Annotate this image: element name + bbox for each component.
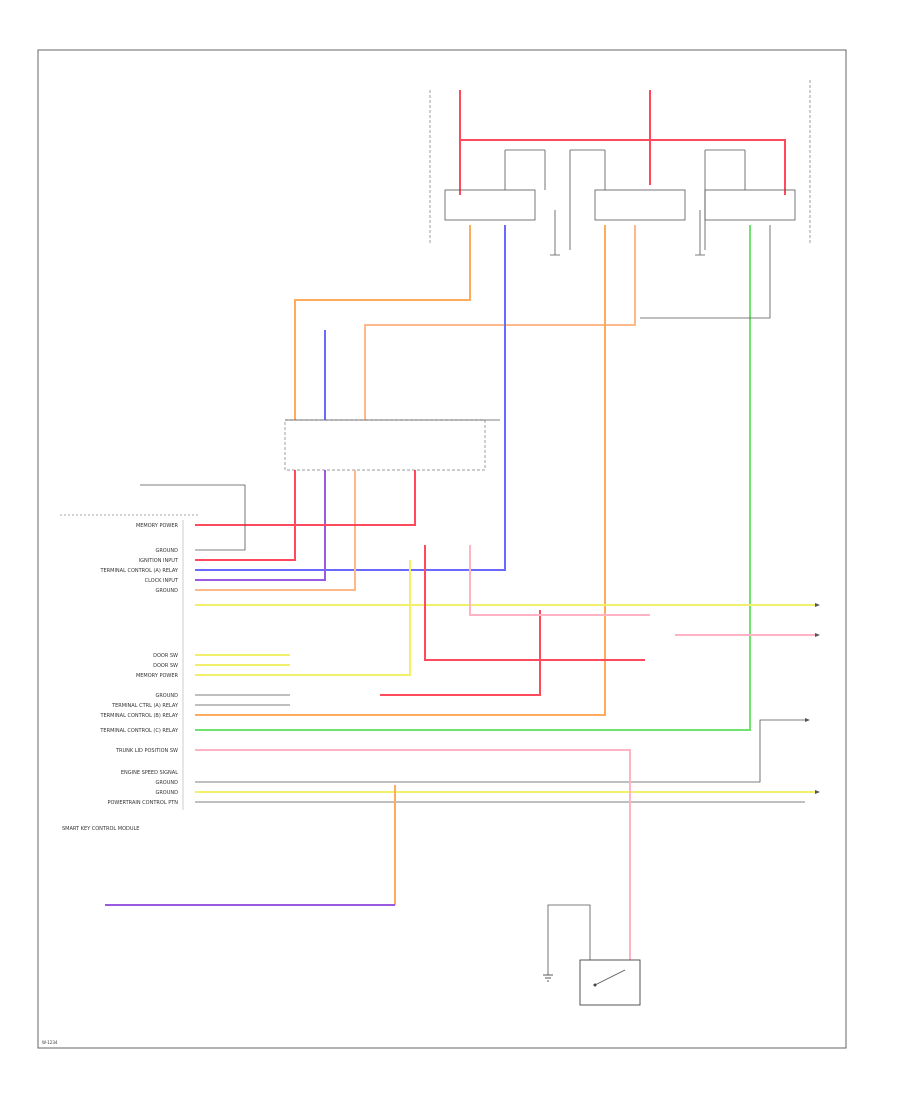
left-label-3: TERMINAL CONTROL (A) RELAY	[99, 568, 178, 574]
trunk-lid-switch	[579, 959, 641, 1006]
wire-pink-trunk	[195, 749, 631, 960]
wire-red-loop	[424, 545, 645, 661]
junction-block	[284, 419, 486, 471]
right-connector-arrows	[805, 603, 820, 794]
left-label-15: GROUND	[155, 780, 178, 786]
wire-red-inner	[380, 610, 541, 696]
ground-symbol	[543, 974, 553, 982]
wire-green	[195, 225, 751, 731]
left-label-0: MEMORY POWER	[136, 523, 179, 529]
relay-1-output	[550, 210, 560, 256]
wire-red-memory	[195, 470, 416, 526]
wire-gray-relay	[640, 225, 771, 319]
wire-gray-right	[195, 719, 805, 783]
module-label: SMART KEY CONTROL MODULE	[62, 826, 139, 832]
relay-3	[704, 149, 796, 250]
left-label-14: ENGINE SPEED SIGNAL	[121, 770, 178, 776]
diagram-frame	[37, 49, 847, 1049]
left-label-8: MEMORY POWER	[136, 673, 179, 679]
wire-black-ground	[140, 484, 246, 551]
wire-red-top-bus	[459, 90, 786, 195]
wire-purple-module	[195, 470, 326, 581]
wire-orange-ignition	[294, 225, 471, 420]
wire-orange-right-vertical	[195, 225, 606, 716]
wire-blue	[195, 225, 506, 571]
left-label-17: POWERTRAIN CONTROL PTN	[107, 800, 178, 806]
left-label-7: DOOR SW	[153, 663, 178, 669]
wire-red-module-1	[195, 470, 296, 561]
wire-orange-module	[195, 470, 356, 591]
corner-code: W-1234	[42, 1040, 58, 1045]
left-label-4: CLOCK INPUT	[145, 578, 179, 584]
left-label-5: GROUND	[155, 588, 178, 594]
left-label-10: TERMINAL CTRL (A) RELAY	[111, 703, 179, 709]
left-label-13: TRUNK LID POSITION SW	[115, 748, 178, 754]
relay-1	[444, 149, 546, 221]
left-label-11: TERMINAL CONTROL (B) RELAY	[99, 713, 179, 719]
relay-3-output	[695, 210, 705, 256]
wire-yellow-memory	[195, 560, 411, 676]
left-label-2: IGNITION INPUT	[139, 558, 179, 564]
left-label-1: GROUND	[155, 548, 178, 554]
wire-orange-to-relay2	[364, 225, 636, 420]
wire-pink-long	[469, 545, 815, 636]
left-label-group: MEMORY POWER GROUND IGNITION INPUT TERMI…	[99, 523, 179, 806]
left-label-9: GROUND	[155, 693, 178, 699]
left-label-12: TERMINAL CONTROL (C) RELAY	[99, 728, 179, 734]
left-label-16: GROUND	[155, 790, 178, 796]
relay-2	[569, 149, 686, 250]
trunk-ground-wire	[547, 904, 591, 975]
module-pin-column	[60, 514, 200, 810]
left-label-6: DOOR SW	[153, 653, 178, 659]
